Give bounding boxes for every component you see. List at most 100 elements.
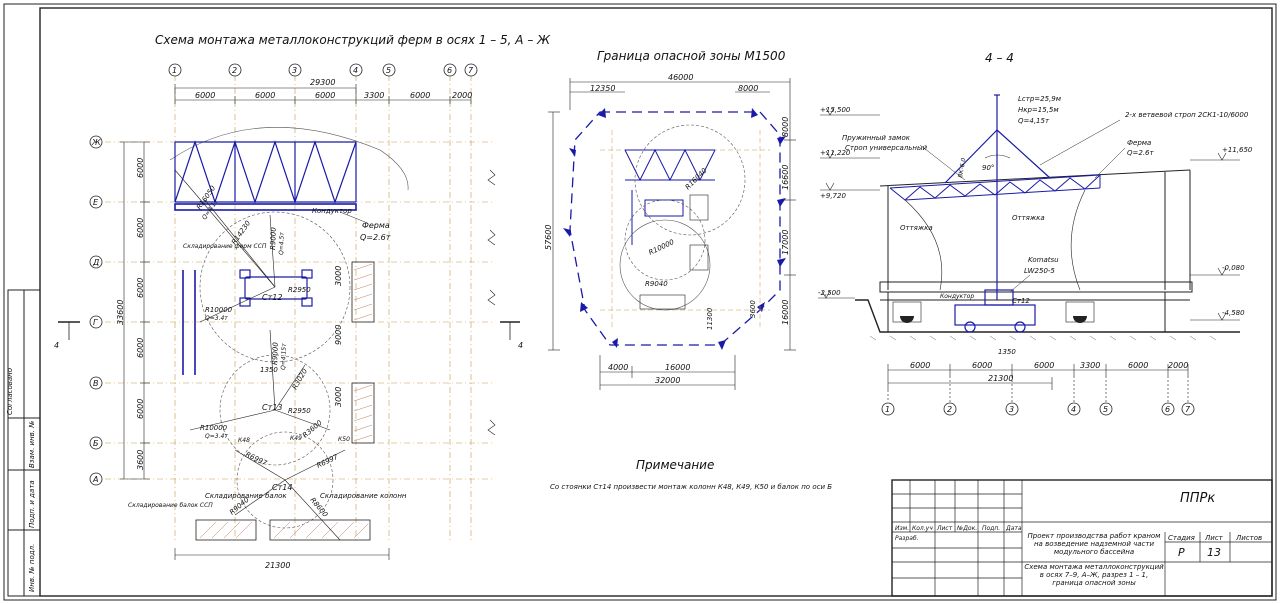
mid-dim-bottom-2: 16000: [665, 363, 690, 372]
sheet-border: [3, 3, 1277, 601]
section-param-3: Q=4,15т: [1018, 117, 1050, 125]
left-sklad-ferm: Складирование ферм ССП: [183, 243, 267, 250]
section-axis-3: 3: [1009, 405, 1014, 414]
section-level-r3: -4,580: [1222, 309, 1245, 317]
left-axis-zh: Ж: [91, 138, 101, 147]
mid-radius-2: R10000: [647, 238, 675, 257]
left-dim-total-top: 29300: [310, 78, 335, 87]
section-axis-6: 6: [1165, 405, 1170, 414]
left-axis-4: 4: [353, 66, 358, 75]
left-dim-top-3: 6000: [315, 91, 335, 100]
side-stamp: Согласовано Взам. инв. № Подп. и дата Ин…: [6, 289, 41, 597]
left-col-k48: К48: [238, 437, 250, 444]
section-crane-model: LW250-5: [1024, 267, 1055, 275]
left-axis-1: 1: [172, 66, 177, 75]
mid-radius-1: R16040: [684, 166, 709, 191]
note-text: Со стоянки Ст14 произвести монтаж колонн…: [550, 483, 832, 491]
mid-dim-top-1: 12350: [590, 84, 615, 93]
danger-zone-boundary: [569, 111, 781, 346]
mid-dim-right-1: 8000: [781, 117, 790, 137]
left-dim-right-3: 3000: [334, 387, 343, 407]
middle-plan-title: Граница опасной зоны М1500: [597, 49, 786, 63]
section-axis-1: 1: [885, 405, 890, 414]
section-dim-6: 2000: [1168, 361, 1188, 370]
left-radius-11: R6997: [244, 451, 268, 468]
title-col-ndok: №Док.: [956, 525, 977, 532]
title-sheets-label: Листов: [1235, 534, 1262, 542]
left-dim-side-4: 6000: [136, 338, 145, 358]
title-block: ППРк Изм. Кол.уч Лист №Док. Подп. Дата Р…: [891, 479, 1273, 597]
title-col-list: Лист: [936, 525, 953, 532]
left-dim-top-5: 6000: [410, 91, 430, 100]
left-plan: Схема монтажа металлоконструкций ферм в …: [54, 33, 551, 570]
left-plan-title: Схема монтажа металлоконструкций ферм в …: [155, 33, 551, 47]
left-radius-3: R9000: [269, 227, 278, 250]
section-level-r2: -0,080: [1222, 264, 1245, 272]
section-sling: 2-х ветвевой строп 2СК1-10/6000: [1125, 111, 1249, 119]
left-ferma-q: Q=2.6т: [360, 233, 391, 242]
left-radius-12: R6997: [315, 453, 339, 470]
left-radius-6: R9000: [271, 342, 280, 365]
title-stage: Р: [1178, 546, 1185, 559]
section-level-l1: +15,500: [820, 106, 851, 114]
section-axes: 1 2 3 4 5 6 7: [881, 402, 1195, 416]
section-dim-1: 6000: [910, 361, 930, 370]
section-dim-total: 21300: [988, 374, 1013, 383]
left-dim-right-1: 3000: [334, 266, 343, 286]
left-axes-top: 1 2 3 4 5 6 7: [168, 63, 478, 77]
left-dim-top-2: 6000: [255, 91, 275, 100]
section-crane-name: Komatsu: [1028, 256, 1059, 264]
left-truss: [174, 140, 357, 211]
left-dim-top-1: 6000: [195, 91, 215, 100]
left-dim-1350: 1350: [260, 366, 278, 374]
left-dim-side-6: 3600: [136, 450, 145, 470]
left-dim-side-1: 6000: [136, 158, 145, 178]
section-crane: [944, 94, 1051, 333]
left-sklad-balok: Складирование балок: [205, 492, 287, 500]
title-sheet-title: Схема монтажа металлоконструкций в осях …: [1024, 563, 1164, 587]
left-radius-10: R3600: [301, 418, 324, 439]
note: Примечание Со стоянки Ст14 произвести мо…: [550, 458, 832, 491]
section-title: 4 – 4: [985, 51, 1014, 65]
section-axis-2: 2: [947, 405, 952, 414]
left-axis-d: Д: [92, 258, 99, 267]
section-ferma-q: Q=2.6т: [1127, 149, 1155, 157]
mid-dim-bottom-total: 32000: [655, 376, 680, 385]
left-dim-top-4: 3300: [364, 91, 384, 100]
left-sklad-balok-small: Складирование балок ССП: [128, 502, 213, 509]
section-4-4: 4 – 4: [818, 51, 1253, 416]
section-dim-5: 6000: [1128, 361, 1148, 370]
title-code: ППРк: [1180, 491, 1215, 506]
left-col-k49: К49: [290, 435, 302, 442]
section-vk: ВК-6.0: [957, 157, 967, 178]
left-load-2: Q=4.5т: [278, 232, 286, 256]
section-param-1: Lстр=25,9м: [1018, 95, 1062, 103]
left-axis-g: Г: [93, 318, 98, 327]
section-angle: 90°: [982, 164, 994, 172]
left-dim-bottom: 21300: [265, 561, 290, 570]
left-radius-9: R10000: [200, 424, 228, 432]
left-load-4: Q=4.15т: [280, 343, 288, 370]
left-axis-3: 3: [292, 66, 297, 75]
left-radius-4: R10000: [205, 306, 233, 314]
mid-dim-total-top: 46000: [668, 73, 693, 82]
left-dim-right-2: 9000: [334, 325, 343, 345]
mid-dim-right-3: 17000: [781, 230, 790, 255]
left-axis-5: 5: [386, 66, 391, 75]
section-param-2: Нкр=15,5м: [1018, 106, 1059, 114]
title-col-izm: Изм.: [895, 525, 909, 532]
title-stage-label: Стадия: [1168, 534, 1195, 542]
section-axis-4: 4: [1071, 405, 1076, 414]
mid-dim-left: 57600: [544, 225, 553, 250]
section-dim-3: 6000: [1034, 361, 1054, 370]
section-level-r1: +11,650: [1222, 146, 1253, 154]
section-level-l2: +11,220: [820, 149, 851, 157]
left-axis-e: Е: [93, 198, 99, 207]
mid-radius-3: R9040: [645, 280, 668, 288]
left-radius-8: R2950: [288, 407, 311, 415]
section-level-l4: -2,500: [818, 289, 841, 297]
left-ferma: Ферма: [362, 221, 390, 230]
left-dim-side-2: 6000: [136, 218, 145, 238]
left-load-5: Q=3.4т: [205, 433, 228, 440]
